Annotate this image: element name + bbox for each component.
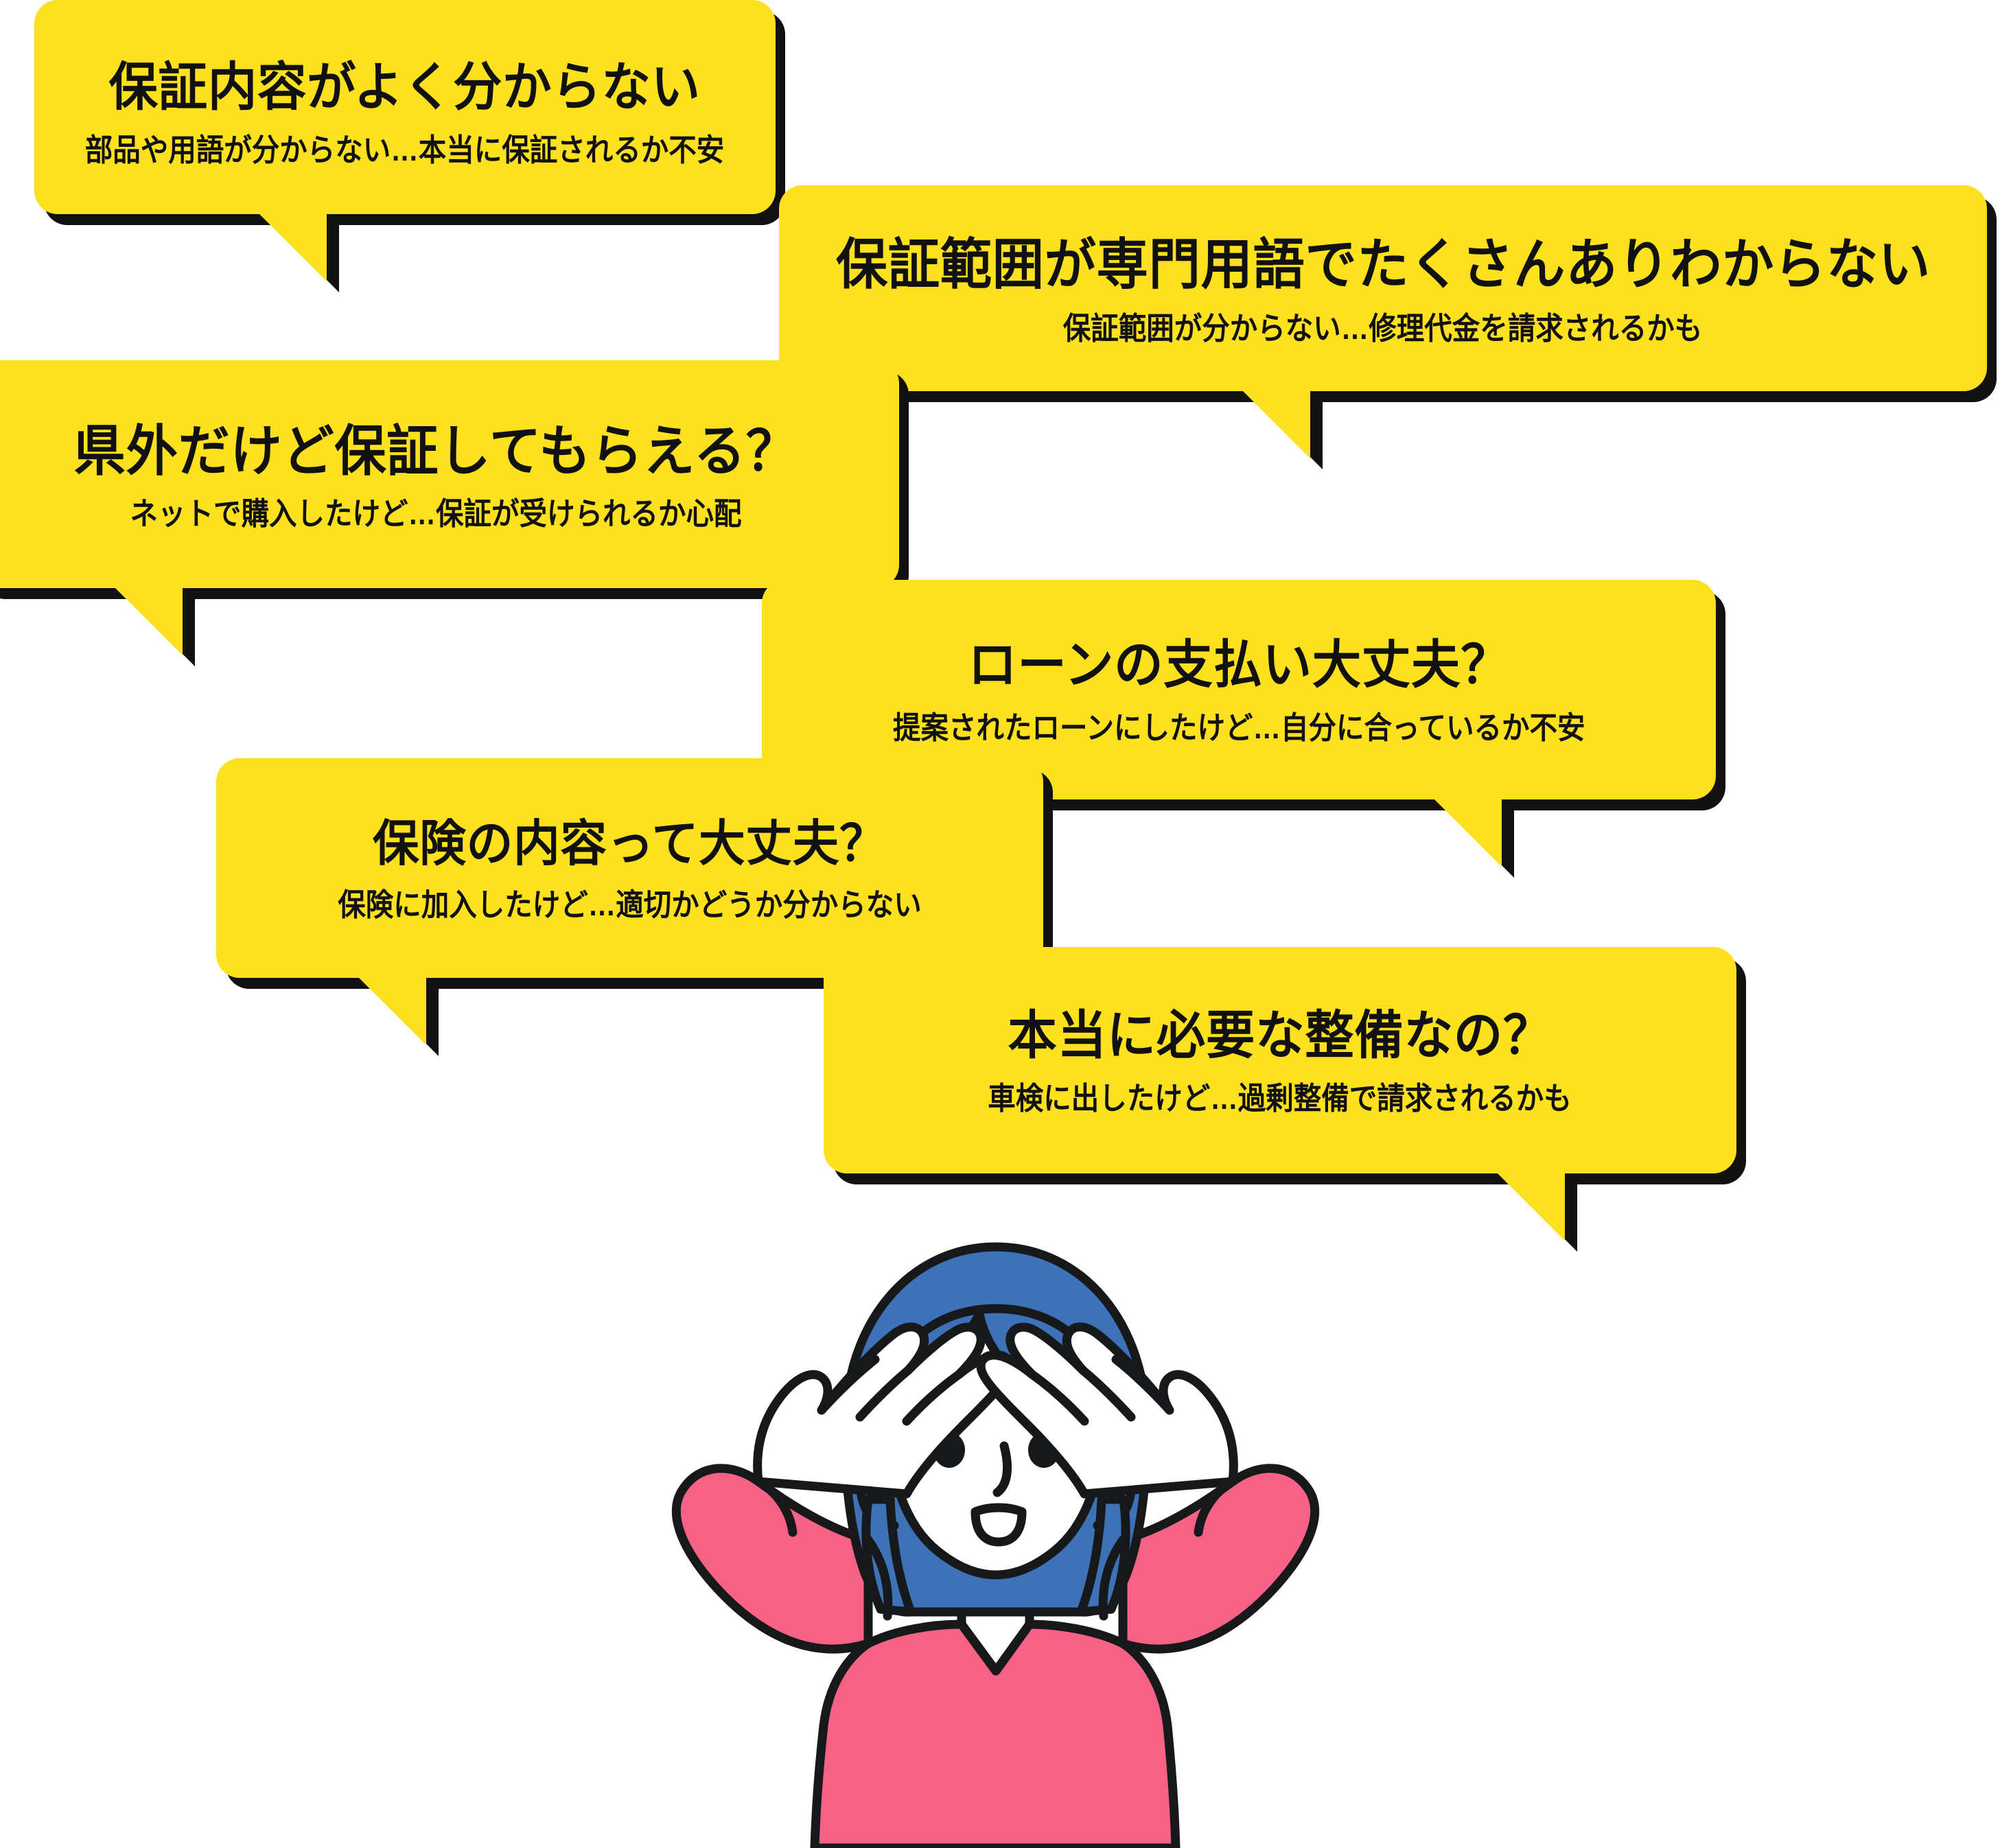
bubble-body: 保証範囲が専門用語でたくさんありわからない 保証範囲が分からない…修理代金を請求… [779, 185, 1987, 391]
bubble-subtitle: 保険に加入したけど…適切かどうか分からない [338, 887, 922, 922]
bubble-subtitle: 保証範囲が分からない…修理代金を請求されるかも [1063, 310, 1703, 346]
bubble-body: 保険の内容って大丈夫？ 保険に加入したけど…適切かどうか分からない [216, 758, 1043, 978]
bubble-body: 保証内容がよく分からない 部品や用語が分からない…本当に保証されるか不安 [34, 0, 776, 214]
bubble-body: 本当に必要な整備なの？ 車検に出したけど…過剰整備で請求されるかも [824, 947, 1736, 1173]
bubble-body: 県外だけど保証してもらえる？ ネットで購入したけど…保証が受けられるか心配 [0, 360, 899, 588]
bubble-subtitle: 部品や用語が分からない…本当に保証されるか不安 [85, 132, 725, 167]
speech-bubble-necessary-maintenance: 本当に必要な整備なの？ 車検に出したけど…過剰整備で請求されるかも [824, 947, 1746, 1252]
bubble-title: ローンの支払い大丈夫？ [967, 635, 1511, 694]
speech-bubble-insurance-content: 保険の内容って大丈夫？ 保険に加入したけど…適切かどうか分からない [216, 758, 1053, 1056]
bubble-title: 保証範囲が専門用語でたくさんありわからない [835, 233, 1931, 295]
bubble-subtitle: 車検に出したけど…過剰整備で請求されるかも [988, 1080, 1572, 1116]
speech-bubble-out-of-prefecture: 県外だけど保証してもらえる？ ネットで購入したけど…保証が受けられるか心配 [0, 360, 909, 666]
speech-bubble-warranty-scope: 保証範囲が専門用語でたくさんありわからない 保証範囲が分からない…修理代金を請求… [779, 185, 1997, 469]
worried-woman-illustration [671, 1242, 1320, 1848]
speech-bubble-loan-payment: ローンの支払い大丈夫？ 提案されたローンにしたけど…自分に合っているか不安 [762, 580, 1725, 878]
speech-bubble-warranty-content: 保証内容がよく分からない 部品や用語が分からない…本当に保証されるか不安 [34, 0, 785, 292]
bubble-title: 保険の内容って大丈夫？ [373, 816, 887, 872]
bubble-subtitle: ネットで購入したけど…保証が受けられるか心配 [130, 495, 742, 531]
bubble-subtitle: 提案されたローンにしたけど…自分に合っているか不安 [892, 710, 1585, 745]
bubble-title: 本当に必要な整備なの？ [1008, 1006, 1553, 1065]
bubble-title: 県外だけど保証してもらえる？ [73, 420, 798, 482]
bubble-title: 保証内容がよく分からない [108, 58, 701, 117]
